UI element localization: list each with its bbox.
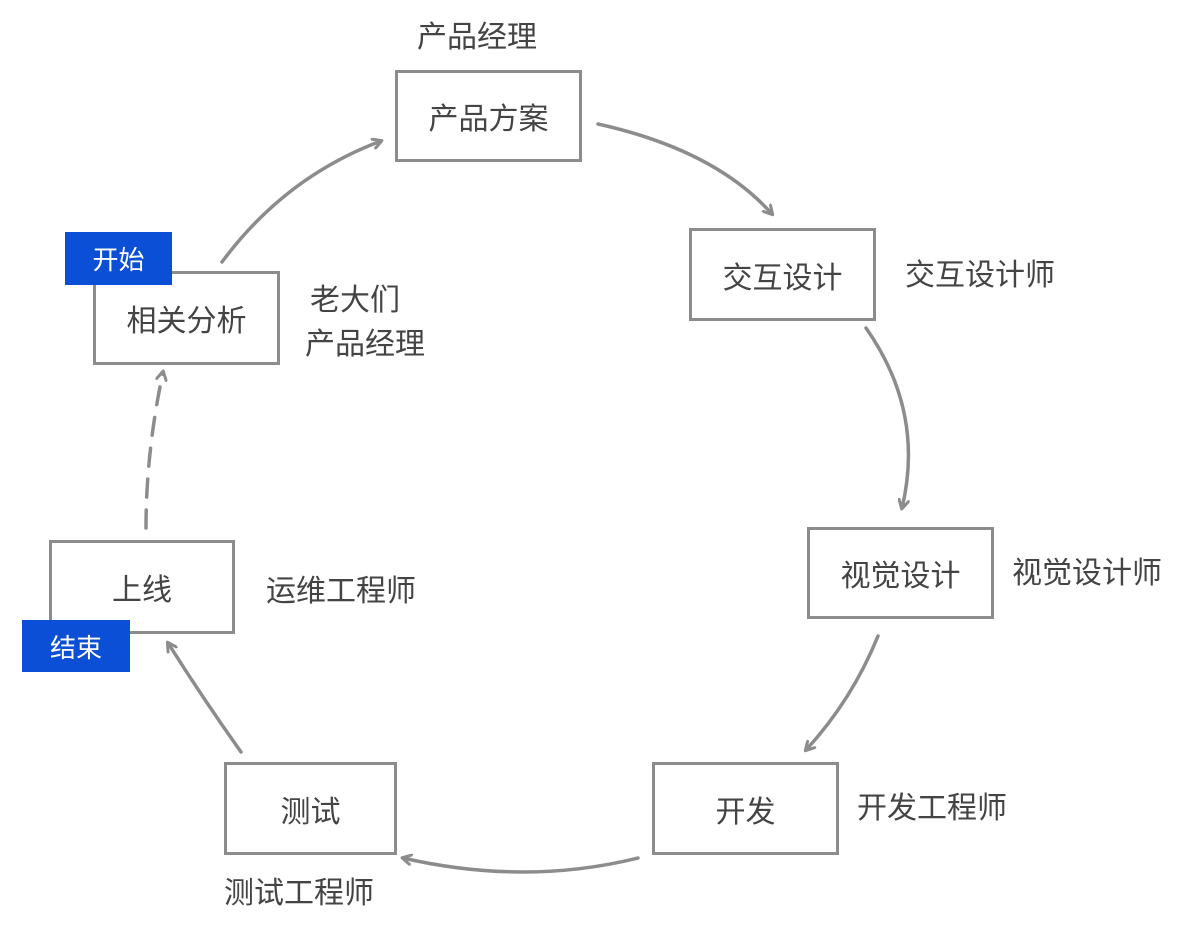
role-testing: 测试工程师 [224, 876, 374, 911]
step-analysis-label: 相关分析 [126, 304, 247, 339]
role-visual-design: 视觉设计师 [1012, 556, 1162, 591]
arrow-launch-to-analysis-dashed [144, 372, 163, 530]
step-testing-label: 测试 [280, 794, 341, 830]
step-launch-label: 上线 [112, 573, 172, 608]
step-interaction-design: 交互设计 [689, 228, 876, 321]
step-product-plan: 产品方案 [395, 70, 582, 162]
step-product-plan-label: 产品方案 [428, 102, 549, 137]
role-analysis-line2: 产品经理 [305, 327, 425, 362]
role-product-plan: 产品经理 [417, 20, 537, 55]
arrow-testing-to-launch [168, 643, 243, 754]
end-tag: 结束 [22, 620, 130, 672]
arrow-visual-to-development [806, 634, 880, 750]
role-launch: 运维工程师 [266, 574, 416, 609]
step-interaction-design-label: 交互设计 [722, 260, 843, 296]
step-launch: 上线 [49, 540, 235, 634]
step-testing: 测试 [224, 762, 397, 855]
role-interaction-design: 交互设计师 [905, 258, 1055, 293]
role-development: 开发工程师 [857, 791, 1007, 826]
step-development: 开发 [652, 762, 839, 855]
arrow-plan-to-interaction [596, 122, 772, 214]
step-visual-design: 视觉设计 [807, 527, 994, 619]
start-tag: 开始 [65, 232, 172, 285]
step-analysis: 相关分析 [93, 271, 280, 365]
arrow-analysis-to-plan [220, 141, 381, 264]
step-visual-design-label: 视觉设计 [840, 559, 961, 594]
arrow-interaction-to-visual [864, 326, 911, 508]
step-development-label: 开发 [715, 794, 776, 830]
arrow-development-to-testing [403, 858, 640, 874]
role-analysis-line1: 老大们 [310, 283, 400, 318]
